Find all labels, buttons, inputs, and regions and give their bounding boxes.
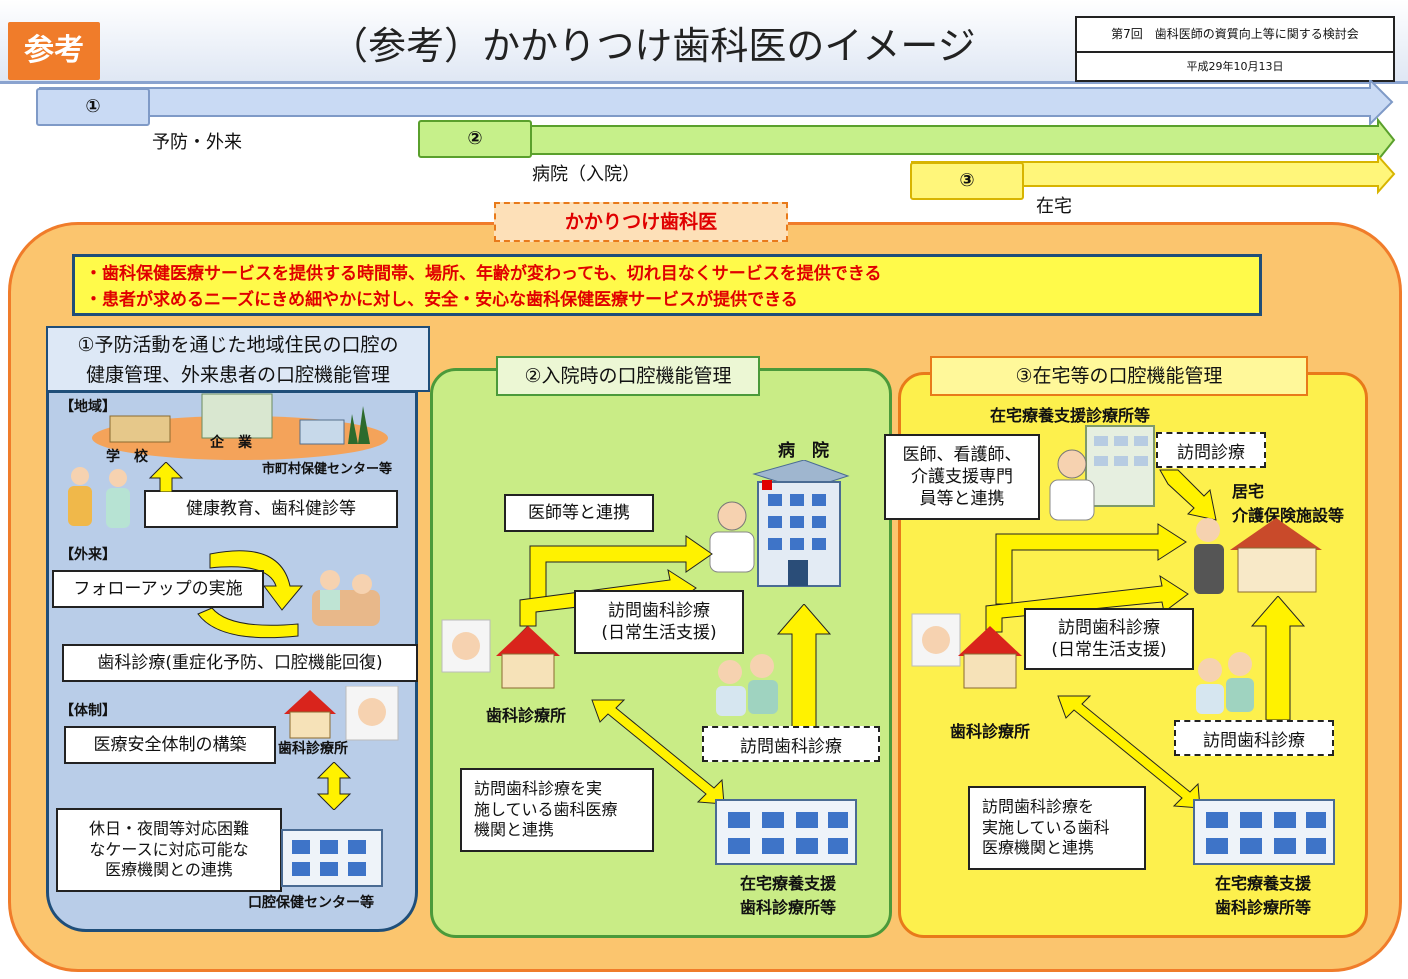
visit-line1-panel2: 訪問歯科診療 — [608, 600, 710, 621]
phase2-arrow — [419, 117, 1396, 163]
team-line3: 員等と連携 — [919, 489, 1005, 510]
visit-care-box: 訪問診療 — [1156, 432, 1266, 468]
dental-treatment-illustration — [312, 570, 380, 626]
meeting-name: 第7回 歯科医師の資質向上等に関する検討会 — [1077, 18, 1393, 53]
team-link-box: 医師、看護師、 介護支援専門 員等と連携 — [884, 434, 1040, 520]
home-support-line2-panel3: 歯科診療所等 — [1214, 898, 1311, 917]
tag-system: 【体制】 — [60, 703, 116, 719]
municipal-label: 市町村保健センター等 — [262, 462, 393, 477]
arrow-to-home — [1159, 469, 1217, 521]
tag-outpatient: 【外来】 — [60, 547, 116, 563]
visit-line2-panel2: (日常生活支援) — [601, 623, 717, 643]
page-title: （参考）かかりつけ歯科医のイメージ — [330, 24, 976, 68]
health-education-box: 健康教育、歯科健診等 — [144, 490, 398, 528]
arrow-up-to-home-panel3 — [1250, 596, 1306, 720]
panel1-title-line1: ①予防活動を通じた地域住民の口腔の — [77, 334, 399, 356]
treatment-box: 歯科診療(重症化予防、口腔機能回復) — [62, 644, 418, 682]
doctor-figure-panel3 — [1049, 449, 1095, 521]
double-arrow-vertical — [316, 762, 352, 810]
partner-line1-panel3: 訪問歯科診療を — [982, 796, 1095, 816]
tag-area: 【地域】 — [60, 399, 116, 415]
home-care-illustration — [1194, 518, 1322, 594]
holiday-line3: 医療機関との連携 — [105, 860, 233, 880]
hospital-building — [752, 460, 850, 587]
team-line1: 医師、看護師、 — [902, 444, 1022, 465]
phase3-label: 在宅 — [1036, 196, 1072, 217]
health-center-building — [281, 829, 383, 887]
holiday-line2: なケースに対応可能な — [89, 839, 249, 859]
home-support-line1-panel2: 在宅療養支援 — [739, 874, 836, 893]
panel1-title-line2: 健康管理、外来患者の口腔機能管理 — [85, 364, 390, 386]
partner-box-panel2: 訪問歯科診療を実 施している歯科医療 機関と連携 — [460, 768, 654, 852]
clinic-icon-panel3 — [911, 613, 1022, 689]
goal-1: ・歯科保健医療サービスを提供する時間帯、場所、年齢が変わっても、切れ目なくサービ… — [85, 264, 882, 284]
partner-line3-panel3: 医療機関と連携 — [982, 838, 1095, 858]
goal-2: ・患者が求めるニーズにきめ細やかに対し、安全・安心な歯科保健医療サービスが提供で… — [85, 290, 798, 310]
partner-line2-panel3: 実施している歯科 — [982, 817, 1110, 837]
support-clinic-building — [1085, 425, 1155, 507]
company-label: 企 業 — [210, 435, 252, 451]
panel2-title: ②入院時の口腔機能管理 — [496, 356, 760, 396]
phase1-label: 予防・外来 — [152, 132, 242, 153]
phase2-label: 病院（入院） — [532, 164, 640, 185]
safety-system-box: 医療安全体制の構築 — [64, 726, 276, 764]
followup-box: フォローアップの実施 — [52, 570, 264, 608]
phase1-number: ① — [36, 88, 150, 126]
health-center-label: 口腔保健センター等 — [248, 895, 374, 911]
goals-box: ・歯科保健医療サービスを提供する時間帯、場所、年齢が変わっても、切れ目なくサービ… — [72, 254, 1262, 316]
hospital-label: 病 院 — [778, 441, 829, 461]
home-line2: 介護保険施設等 — [1232, 506, 1345, 525]
phase1-arrow — [39, 80, 1394, 127]
arrow-up-to-hospital-panel2 — [776, 604, 832, 728]
home-line1: 居宅 — [1232, 482, 1265, 501]
community-illustration — [92, 393, 388, 460]
care-illustration-panel2 — [716, 654, 778, 716]
panel2-clinic-label: 歯科診療所 — [486, 706, 567, 725]
clinic-icon-panel2 — [441, 619, 560, 689]
home-support-label-panel3: 在宅療養支援 歯科診療所等 — [1204, 870, 1322, 918]
home-label: 居宅 介護保険施設等 — [1232, 478, 1344, 526]
holiday-box: 休日・夜間等対応困難 なケースに対応可能な 医療機関との連携 — [56, 808, 282, 892]
visit-dashed-box-panel3: 訪問歯科診療 — [1174, 720, 1334, 756]
clinic-icon-panel1 — [284, 686, 399, 741]
partner-line1-panel2: 訪問歯科診療を実 — [474, 778, 603, 798]
doctor-figure-panel2 — [709, 501, 755, 573]
partner-line3-panel2: 機関と連携 — [474, 820, 555, 840]
visit-support-box-panel3: 訪問歯科診療 (日常生活支援) — [1024, 608, 1194, 670]
arrow-up-to-community — [148, 462, 184, 492]
visit-line2-panel3: (日常生活支援) — [1051, 640, 1167, 660]
care-illustration-panel3 — [1196, 652, 1254, 714]
meeting-info-box: 第7回 歯科医師の資質向上等に関する検討会 平成29年10月13日 — [1075, 16, 1395, 82]
holiday-line1: 休日・夜間等対応困難 — [88, 818, 249, 838]
family-illustration — [68, 467, 130, 528]
panel3-clinic-label: 歯科診療所 — [950, 722, 1031, 741]
home-support-label-panel2: 在宅療養支援 歯科診療所等 — [730, 870, 846, 918]
school-label: 学 校 — [106, 449, 148, 465]
visit-line1-panel3: 訪問歯科診療 — [1058, 617, 1160, 638]
team-line2: 介護支援専門 — [911, 466, 1013, 487]
panel1-clinic-label: 歯科診療所 — [278, 741, 348, 757]
followup-cycle-arrow — [197, 550, 304, 639]
phase2-number: ② — [418, 120, 532, 158]
partner-box-panel3: 訪問歯科診療を 実施している歯科 医療機関と連携 — [968, 786, 1146, 870]
reference-badge: 参考 — [8, 22, 100, 80]
doctor-link-box: 医師等と連携 — [504, 494, 654, 532]
partner-line2-panel2: 施している歯科医療 — [474, 799, 618, 819]
support-clinic-label: 在宅療養支援診療所等 — [990, 406, 1151, 425]
panel3-title: ③在宅等の口腔機能管理 — [930, 356, 1308, 396]
panel1-title: ①予防活動を通じた地域住民の口腔の 健康管理、外来患者の口腔機能管理 — [46, 326, 430, 392]
visit-dashed-box-panel2: 訪問歯科診療 — [702, 726, 880, 762]
visit-support-box-panel2: 訪問歯科診療 (日常生活支援) — [574, 590, 744, 654]
phase3-number: ③ — [910, 162, 1024, 200]
home-support-line2-panel2: 歯科診療所等 — [739, 898, 836, 917]
home-support-line1-panel3: 在宅療養支援 — [1214, 874, 1311, 893]
home-support-building-panel3 — [1193, 799, 1335, 865]
home-support-building-panel2 — [715, 799, 857, 865]
arrow-hospital-to-clinic — [507, 568, 697, 647]
meeting-date: 平成29年10月13日 — [1186, 60, 1284, 73]
center-label: かかりつけ歯科医 — [494, 202, 788, 242]
